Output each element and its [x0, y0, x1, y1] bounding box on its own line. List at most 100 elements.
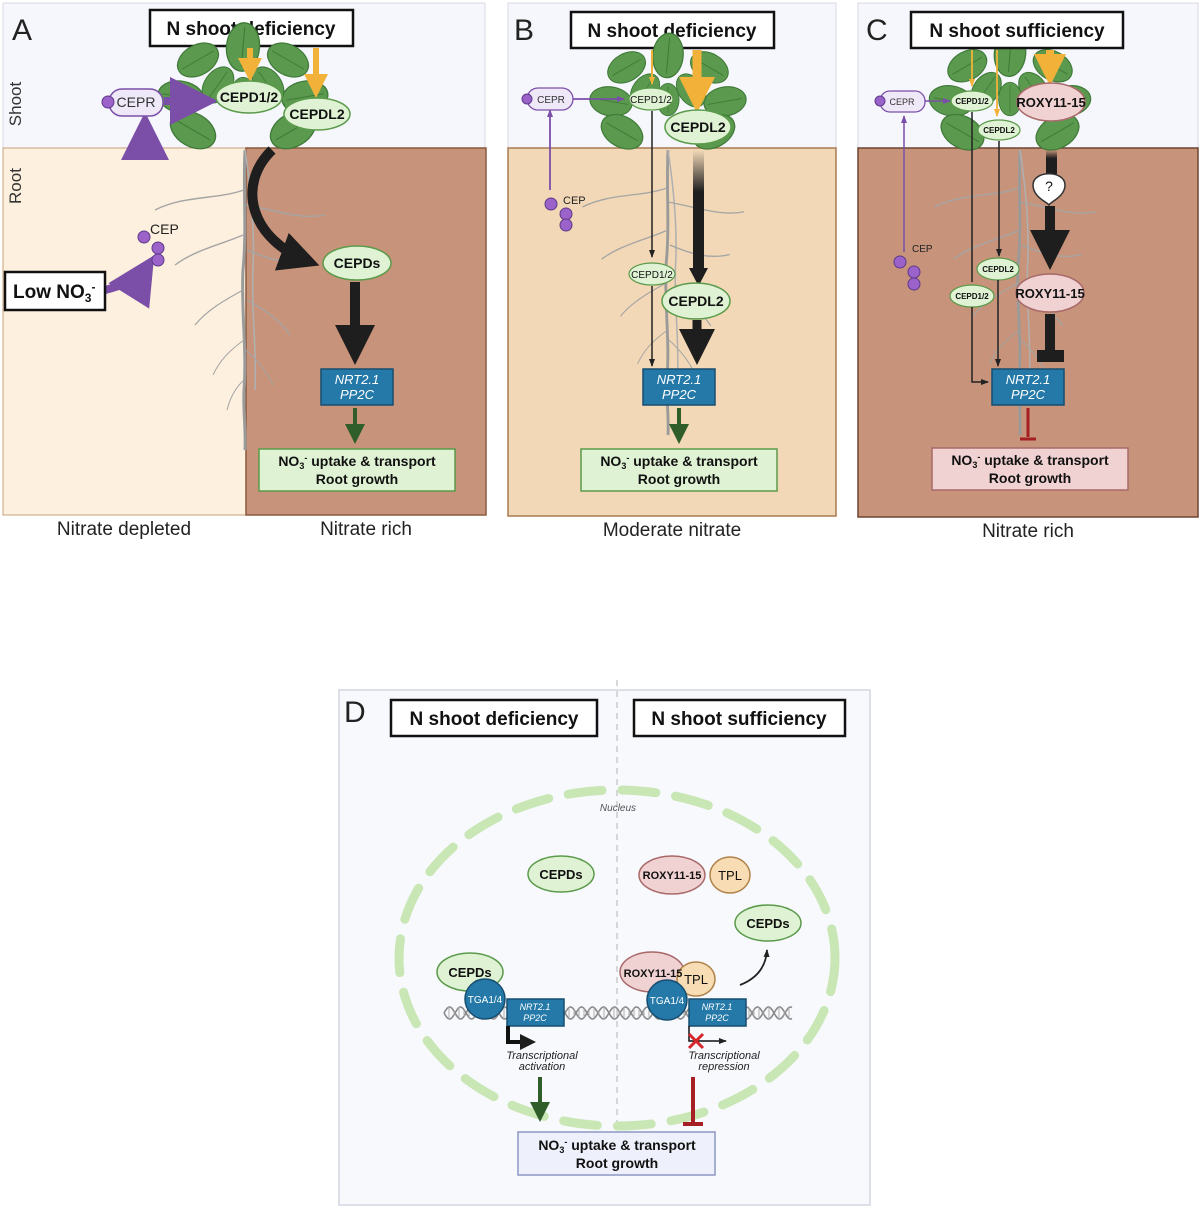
cepd12-shoot: [628, 87, 674, 111]
cep-peptide: [559, 218, 573, 232]
pp2c-gene: PP2C: [340, 387, 375, 402]
roxy-label: ROXY11-15: [1016, 95, 1085, 110]
cep-label: CEP: [563, 195, 586, 207]
activation-arrow: [971, 307, 989, 385]
tpl-bound-label: TPL: [684, 972, 708, 987]
condition-title-box: [389, 698, 599, 738]
nucleus-label: Nucleus: [600, 803, 636, 814]
arrowhead: [689, 268, 708, 286]
cepr-label: CEPR: [537, 95, 565, 106]
condition-title-sufficiency: N shoot sufficiency: [651, 709, 827, 730]
cep-peptide: [101, 95, 115, 109]
pp2c-gene-right: PP2C: [705, 1013, 729, 1023]
cepd12-label: CEPD1/2: [630, 95, 672, 106]
caption-nitrate-depleted: Nitrate depleted: [57, 519, 191, 540]
panel-letter: C: [866, 14, 888, 47]
tga-right: [646, 979, 688, 1021]
unknown-mechanism-label: ?: [1045, 178, 1053, 194]
panel-b: B N shoot deficiency CEP CEPR CEPD1/2 CE…: [507, 2, 837, 541]
shoot-label: Shoot: [6, 82, 25, 127]
roxy-movement-arrow: [1046, 150, 1057, 174]
cep-peptide: [151, 241, 165, 255]
cepdl2-shoot: [283, 97, 351, 131]
target-genes-box: [320, 368, 394, 406]
target-genes-box-right: [688, 998, 747, 1027]
unknown-mechanism-bubble: [1032, 173, 1066, 207]
panel-d-frame: [338, 689, 871, 1206]
cepds-label: CEPDs: [334, 255, 381, 271]
cepd12-label: CEPD1/2: [955, 97, 989, 106]
activation-label-1: Transcriptional: [506, 1050, 578, 1062]
nrt21-gene: NRT2.1: [335, 372, 380, 387]
target-genes-box: [991, 368, 1065, 406]
outcome-uptake: NO3- uptake & transport: [278, 453, 436, 471]
cepds-bound-label: CEPDs: [448, 965, 491, 980]
red-x-icon: [687, 1032, 705, 1050]
tga-left-label: TGA1/4: [468, 995, 503, 1006]
outcome-root-growth: Root growth: [989, 470, 1071, 486]
cep-peptide: [137, 230, 151, 244]
cep-peptide: [893, 255, 907, 269]
tga-right-label: TGA1/4: [650, 996, 685, 1007]
cepdl2-label: CEPDL2: [983, 126, 1015, 135]
nrt21-gene-left: NRT2.1: [520, 1002, 551, 1012]
condition-title-box: [909, 10, 1125, 50]
cep-peptide: [151, 253, 165, 267]
pp2c-gene: PP2C: [662, 387, 697, 402]
repression-cap: [1037, 350, 1064, 362]
cep-label: CEP: [150, 221, 179, 237]
cepds-free-label: CEPDs: [539, 867, 582, 882]
condition-title-box: [569, 10, 776, 50]
cep-induction-arrow: [104, 255, 155, 309]
cepdl2-label: CEPDL2: [670, 119, 725, 135]
outcome-box: [258, 448, 456, 492]
cepd12-shoot: [215, 80, 283, 114]
pp2c-gene: PP2C: [1011, 387, 1046, 402]
condition-title-deficiency: N shoot deficiency: [410, 709, 579, 730]
cepd12-shoot: [950, 90, 994, 112]
caption-nitrate-rich: Nitrate rich: [320, 519, 412, 540]
root-roxy-label: ROXY11-15: [1015, 286, 1084, 301]
cepr-label: CEPR: [117, 94, 156, 110]
caption-moderate-nitrate: Moderate nitrate: [603, 520, 741, 541]
outcome-box: [517, 1131, 716, 1176]
roxy-shoot: [1016, 82, 1086, 122]
cepdl2-root: [661, 282, 731, 320]
roxy-free: [638, 855, 706, 895]
low-nitrate-label: Low NO3-: [13, 280, 95, 305]
root-cepd12-label: CEPD1/2: [955, 292, 989, 301]
cepds-released: [734, 904, 802, 942]
roxy-root: [1015, 273, 1085, 313]
roxy-free-label: ROXY11-15: [643, 870, 702, 882]
cepds-free: [527, 855, 595, 893]
cep-peptide: [544, 197, 558, 211]
nuclear-envelope: [394, 785, 840, 1131]
cepd12-root: [628, 262, 676, 286]
blocked-transcription-arrow: [688, 1026, 727, 1044]
condition-title: N shoot deficiency: [588, 21, 757, 42]
cepdl2-label: CEPDL2: [289, 106, 344, 122]
tpl-free: [709, 856, 751, 894]
panel-letter: D: [344, 696, 366, 729]
outcome-root-growth: Root growth: [638, 471, 720, 487]
cep-peptide: [521, 93, 533, 105]
target-genes-box: [642, 368, 716, 406]
activation-label-2: activation: [519, 1061, 565, 1073]
panel-letter: B: [514, 14, 534, 47]
outcome-root-growth: Root growth: [316, 471, 398, 487]
cep-peptide: [907, 277, 921, 291]
condition-title-box: [632, 698, 847, 738]
cep-peptide: [559, 207, 573, 221]
cep-peptide: [874, 95, 886, 107]
repression-label-1: Transcriptional: [688, 1050, 760, 1062]
tpl-bound: [676, 961, 716, 997]
cepdl2-shoot: [977, 119, 1021, 141]
cepd-translocation-arrow: [247, 146, 320, 271]
panel-a: A Shoot Root N shoot deficiency CEP CEPR…: [2, 2, 487, 540]
panel-c: C N shoot sufficiency CEP CEPR CEPD1/2 C…: [857, 2, 1199, 542]
nrt21-gene-right: NRT2.1: [702, 1002, 733, 1012]
nitrate-depleted-soil: [2, 147, 247, 516]
cepr-label: CEPR: [889, 97, 915, 107]
outcome-root-growth: Root growth: [576, 1155, 658, 1171]
